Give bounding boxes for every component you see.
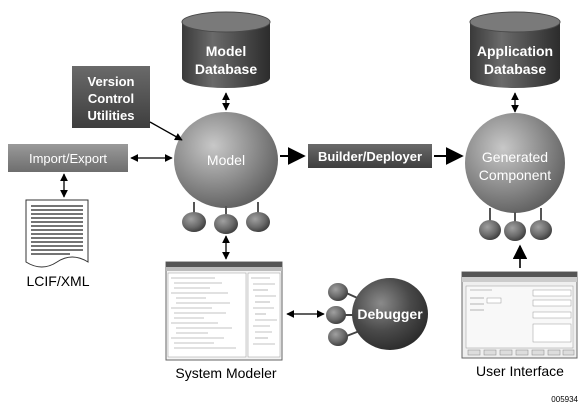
generated-sub-sphere [479,220,501,240]
connector-arrows [60,92,528,318]
figure-number: 005934 [551,395,578,404]
model-sub-sphere [246,212,270,232]
arrow-version-model [149,121,183,141]
model-sub-sphere [182,212,206,232]
generated-sub-spheres [479,208,552,241]
user-interface-screenshot [461,271,578,359]
version-control-box: Version Control Utilities [72,66,150,128]
version-control-label-3: Utilities [88,108,135,123]
debugger-sub-spheres [326,283,363,346]
document-icon [25,199,89,268]
model-database-cylinder: Model Database [181,11,271,88]
import-export-label: Import/Export [29,151,107,166]
generated-sub-sphere [504,221,526,241]
builder-deployer-label: Builder/Deployer [318,149,422,164]
debugger-sphere: Debugger [352,278,428,350]
generated-component-label-2: Component [479,167,551,183]
model-database-label-2: Database [195,61,257,77]
version-control-label-2: Control [88,91,134,106]
user-interface-label: User Interface [476,363,564,379]
debugger-sub-sphere [326,306,346,324]
lcif-xml-label: LCIF/XML [26,273,89,289]
model-label: Model [207,152,245,168]
debugger-label: Debugger [357,306,423,322]
model-sub-spheres [182,202,270,234]
application-database-label-1: Application [477,43,553,59]
debugger-sub-sphere [328,328,348,346]
generated-component-sphere: Generated Component [465,113,565,213]
generated-component-label-1: Generated [482,149,548,165]
application-database-cylinder: Application Database [469,11,561,88]
model-sphere: Model [174,112,278,208]
application-database-label-2: Database [484,61,546,77]
debugger-sub-sphere [328,283,348,301]
model-database-label-1: Model [206,43,246,59]
system-modeler-screenshot [165,261,283,361]
system-modeler-label: System Modeler [175,365,276,381]
import-export-box: Import/Export [8,144,128,172]
generated-sub-sphere [530,220,552,240]
model-sub-sphere [214,214,238,234]
version-control-label-1: Version [88,74,135,89]
builder-deployer-box: Builder/Deployer [308,144,432,168]
